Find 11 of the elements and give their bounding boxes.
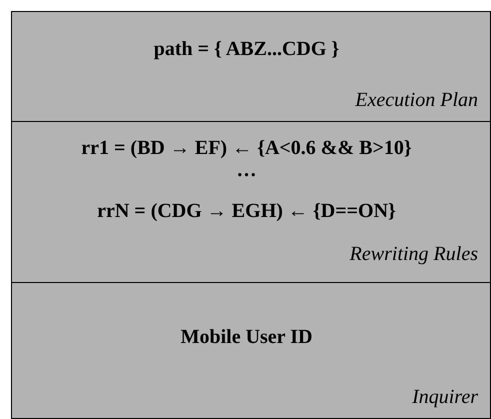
formula-text: rrN = (CDG → EGH) ← {D==ON} [96,199,397,223]
formula-text: Mobile User ID [180,325,314,349]
section-caption: Execution Plan [355,88,478,112]
formula-text: … [236,158,258,182]
formula-text: rr1 = (BD → EF) ← {A<0.6 && B>10} [80,136,413,160]
rules-panel [11,121,491,283]
section-caption: Rewriting Rules [350,242,478,266]
plan-panel [11,11,491,123]
inquirer-panel [11,282,491,419]
section-caption: Inquirer [412,385,478,409]
formula-text: path = { ABZ...CDG } [152,37,340,61]
